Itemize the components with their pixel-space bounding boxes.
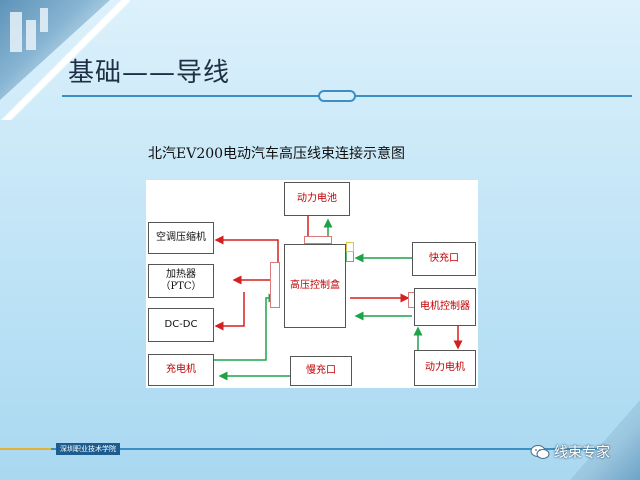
node-charger-label: 充电机: [166, 363, 196, 375]
node-slow-charge: 慢充口: [290, 356, 352, 386]
watermark-text: 线束专家: [554, 445, 610, 461]
node-battery: 动力电池: [284, 182, 350, 216]
node-charger: 充电机: [148, 354, 214, 386]
slide-title: 基础——导线: [68, 58, 231, 88]
node-heater: 加热器 （PTC）: [148, 264, 214, 298]
pdu-connector-right-top: [346, 242, 354, 252]
corner-decoration-bottom-right: [570, 400, 640, 480]
node-battery-label: 动力电池: [297, 192, 337, 204]
arrow-pdu-to-ac-compressor: [214, 235, 279, 272]
diagram-title: 北汽EV200电动汽车高压线束连接示意图: [148, 146, 406, 162]
watermark: 线束专家: [530, 442, 610, 462]
node-fast-charge: 快充口: [412, 242, 476, 276]
footer-divider: [0, 448, 640, 450]
arrow-pdu-to-dcdc: [214, 292, 245, 331]
node-pdu-label: 高压控制盒: [290, 279, 340, 291]
node-motor: 动力电机: [414, 350, 476, 386]
node-pdu: 高压控制盒: [284, 244, 346, 328]
footer-school-label: 深圳职业技术学院: [56, 443, 120, 455]
node-slow-charge-label: 慢充口: [306, 364, 336, 376]
hv-harness-diagram: 动力电池 空调压缩机 加热器 （PTC） DC-DC 充电机 高压控制盒 快充口…: [146, 180, 478, 388]
node-motor-controller: 电机控制器: [414, 288, 476, 326]
node-ac-compressor-label: 空调压缩机: [156, 231, 206, 243]
pdu-connector-left: [270, 262, 280, 308]
title-divider-pill: [318, 90, 356, 102]
node-ac-compressor: 空调压缩机: [148, 222, 214, 254]
node-fast-charge-label: 快充口: [429, 252, 459, 264]
node-motor-controller-label: 电机控制器: [420, 300, 470, 312]
node-motor-label: 动力电机: [425, 361, 465, 373]
node-heater-sublabel: （PTC）: [160, 281, 202, 292]
corner-decoration: [0, 0, 130, 120]
node-heater-label: 加热器: [166, 268, 196, 280]
node-dcdc-label: DC-DC: [164, 318, 198, 330]
battery-connector: [304, 236, 332, 244]
wechat-icon: [530, 445, 550, 459]
node-dcdc: DC-DC: [148, 308, 214, 342]
